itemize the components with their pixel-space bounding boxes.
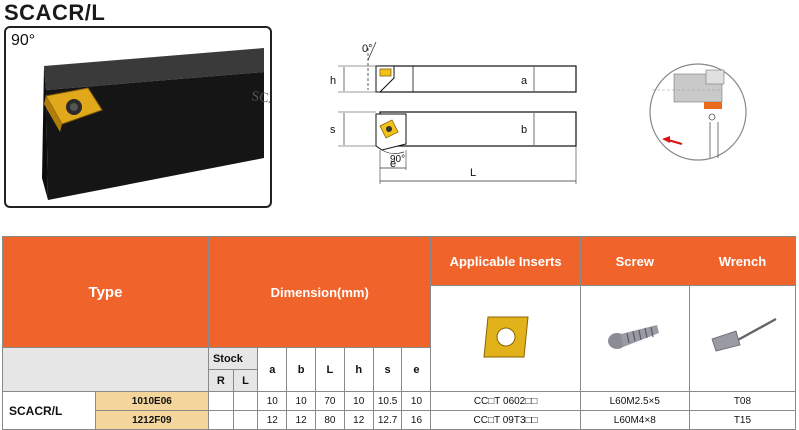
spec-table: Type Dimension(mm) Applicable Inserts Sc… — [2, 236, 797, 430]
insert-icon — [483, 316, 529, 358]
col-L: L — [315, 347, 345, 392]
col-e: e — [401, 347, 432, 392]
h-cell: 10 — [343, 391, 374, 411]
wrench-icon — [711, 317, 778, 352]
e-cell: 10 — [401, 391, 432, 411]
technical-drawing: 0° h a s b 90° e L — [330, 41, 577, 184]
stock-r-cell — [207, 410, 234, 430]
label-h: h — [330, 75, 336, 87]
page-title: SCACR/L — [4, 0, 106, 25]
label-e: e — [390, 158, 396, 170]
s-cell: 12.7 — [372, 410, 403, 430]
bottom-angle-label: 90° — [390, 154, 405, 165]
angle-label: 90° — [11, 32, 36, 49]
model-cell: 1010E06 — [94, 391, 209, 411]
stock-l-cell — [232, 410, 259, 430]
b-cell: 10 — [286, 391, 316, 411]
h-cell: 12 — [343, 410, 374, 430]
product-photo: SCA 90° — [4, 26, 272, 208]
label-s: s — [330, 124, 336, 136]
stock-label: Stock — [207, 347, 259, 370]
top-angle-label: 0° — [362, 43, 373, 55]
a-cell: 10 — [257, 391, 288, 411]
screw-header: Screw — [579, 236, 690, 286]
svg-text:SCA: SCA — [250, 89, 270, 108]
application-diagram — [649, 63, 747, 161]
s-cell: 10.5 — [372, 391, 403, 411]
e-cell: 16 — [401, 410, 432, 430]
label-b: b — [521, 124, 527, 136]
col-h: h — [343, 347, 374, 392]
screw-icon — [607, 325, 659, 349]
col-stock-l: L — [232, 369, 259, 392]
screw-image-cell — [579, 285, 690, 392]
type-name: SCACR/L — [2, 391, 96, 430]
screw-cell: L60M4×8 — [579, 410, 690, 430]
label-L: L — [470, 167, 476, 179]
dimension-header: Dimension(mm) — [207, 236, 432, 348]
stock-l-cell — [232, 391, 259, 411]
col-b: b — [286, 347, 316, 392]
insert-image-cell — [430, 285, 581, 392]
col-s: s — [372, 347, 403, 392]
model-cell: 1212F09 — [94, 410, 209, 430]
a-cell: 12 — [257, 410, 288, 430]
wrench-cell: T15 — [688, 410, 797, 430]
label-a: a — [521, 75, 528, 87]
screw-cell: L60M2.5×5 — [579, 391, 690, 411]
table-row: 1212F09 12 12 80 12 12.7 16 CC□T 09T3□□ … — [3, 410, 797, 430]
table-row: SCACR/L 1010E06 10 10 70 10 10.5 10 CC□T… — [2, 391, 797, 430]
L-cell: 70 — [315, 391, 345, 411]
tool-holder-image: SCA — [42, 48, 270, 200]
type-header: Type — [2, 236, 209, 348]
col-a: a — [257, 347, 288, 392]
col-stock-r: R — [207, 369, 234, 392]
wrench-image-cell — [688, 285, 797, 392]
b-cell: 12 — [286, 410, 316, 430]
insert-cell: CC□T 0602□□ — [430, 391, 581, 411]
wrench-cell: T08 — [688, 391, 797, 411]
wrench-header: Wrench — [688, 236, 797, 286]
inserts-header: Applicable Inserts — [430, 236, 581, 286]
L-cell: 80 — [315, 410, 345, 430]
stock-r-cell — [207, 391, 234, 411]
insert-cell: CC□T 09T3□□ — [430, 410, 581, 430]
